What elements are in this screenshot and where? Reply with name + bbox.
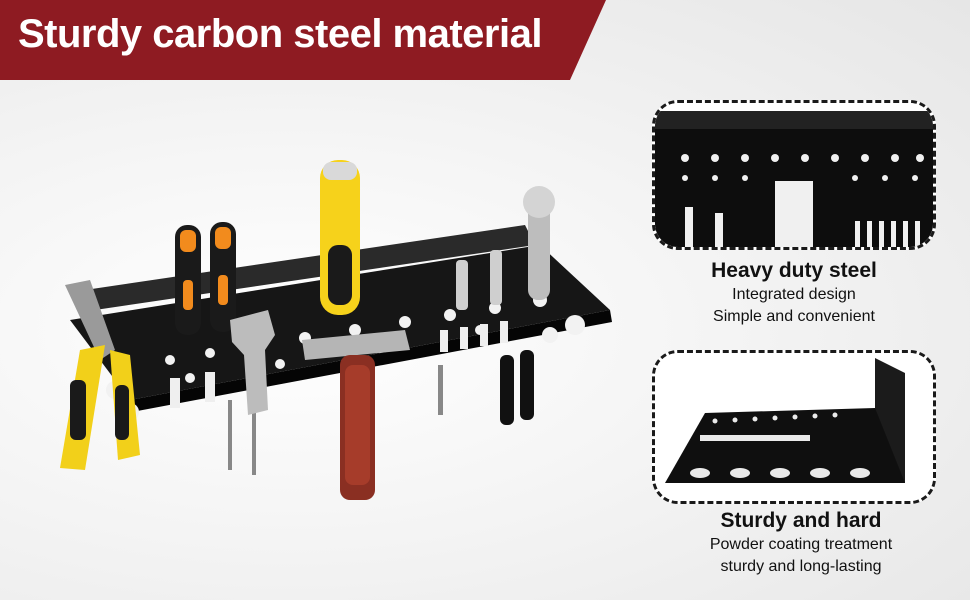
- hammer-icon: [302, 330, 410, 500]
- product-illustration: [20, 150, 620, 510]
- feature-line: Integrated design: [732, 286, 856, 303]
- steel-panel-closeup-icon: [655, 103, 933, 247]
- feature-title: Heavy duty steel: [711, 259, 877, 282]
- feature-image-sturdy: [652, 350, 936, 504]
- feature-caption-heavy-duty: Heavy duty steel Integrated design Simpl…: [652, 258, 936, 328]
- banner-background: [0, 0, 606, 80]
- screwdriver-icon: [320, 160, 360, 315]
- screwdriver-icon: [175, 222, 256, 475]
- feature-image-heavy-duty: [652, 100, 936, 250]
- feature-title: Sturdy and hard: [720, 509, 882, 532]
- feature-line: sturdy and long-lasting: [720, 558, 882, 575]
- feature-caption-sturdy: Sturdy and hard Powder coating treatment…: [652, 508, 950, 578]
- feature-line: Powder coating treatment: [709, 536, 893, 553]
- wrench-icon: [230, 310, 275, 415]
- feature-line: Simple and convenient: [713, 308, 875, 325]
- tool-rack-icon: [60, 160, 612, 500]
- header-banner: Sturdy carbon steel material: [0, 0, 606, 80]
- shelf-side-view-icon: [655, 353, 933, 501]
- wrench-icon: [523, 186, 555, 300]
- pliers-icon: [60, 280, 140, 470]
- banner-title: Sturdy carbon steel material: [18, 12, 542, 56]
